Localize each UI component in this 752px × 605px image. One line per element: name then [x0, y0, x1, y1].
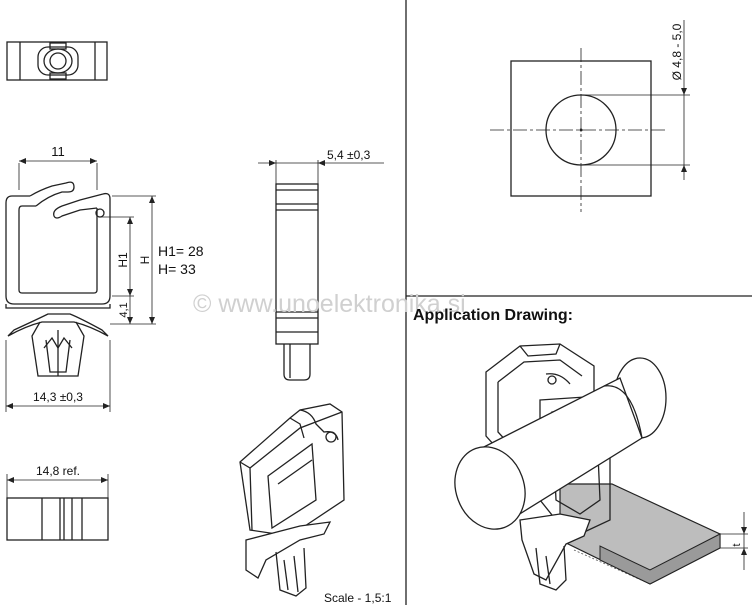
- front-view: [5, 181, 111, 377]
- side-view: 5,4 ±0,3: [258, 148, 384, 381]
- width-dimension: 11: [51, 144, 65, 159]
- h1-value: H1= 28: [158, 243, 204, 259]
- base-width-dimension: 14,3 ±0,3: [33, 390, 83, 404]
- scale-label: Scale - 1,5:1: [324, 591, 392, 605]
- side-width-dimension: 5,4 ±0,3: [327, 148, 371, 162]
- bottom-view-dimension: 14,8 ref.: [36, 464, 80, 478]
- top-view: [6, 41, 108, 81]
- h1-axis-label: H1: [116, 252, 130, 268]
- hole-diameter-dimension: Ø 4,8 - 5,0: [670, 23, 684, 80]
- thickness-dimension: t: [731, 543, 743, 546]
- application-drawing: t: [454, 343, 748, 591]
- h-value: H= 33: [158, 261, 196, 277]
- watermark: © www.unoelektronika.si: [193, 290, 466, 318]
- isometric-view: [239, 403, 345, 597]
- hole-pattern-view: Ø 4,8 - 5,0: [490, 20, 690, 212]
- front-view-dimensions: 11 H1 H 4,1 H1= 28 H= 33 14,3 ±0,3: [5, 144, 204, 412]
- bottom-view: 14,8 ref.: [6, 464, 109, 541]
- application-heading: Application Drawing:: [413, 307, 573, 324]
- h-axis-label: H: [138, 256, 152, 265]
- small-gap-dimension: 4,1: [118, 302, 130, 317]
